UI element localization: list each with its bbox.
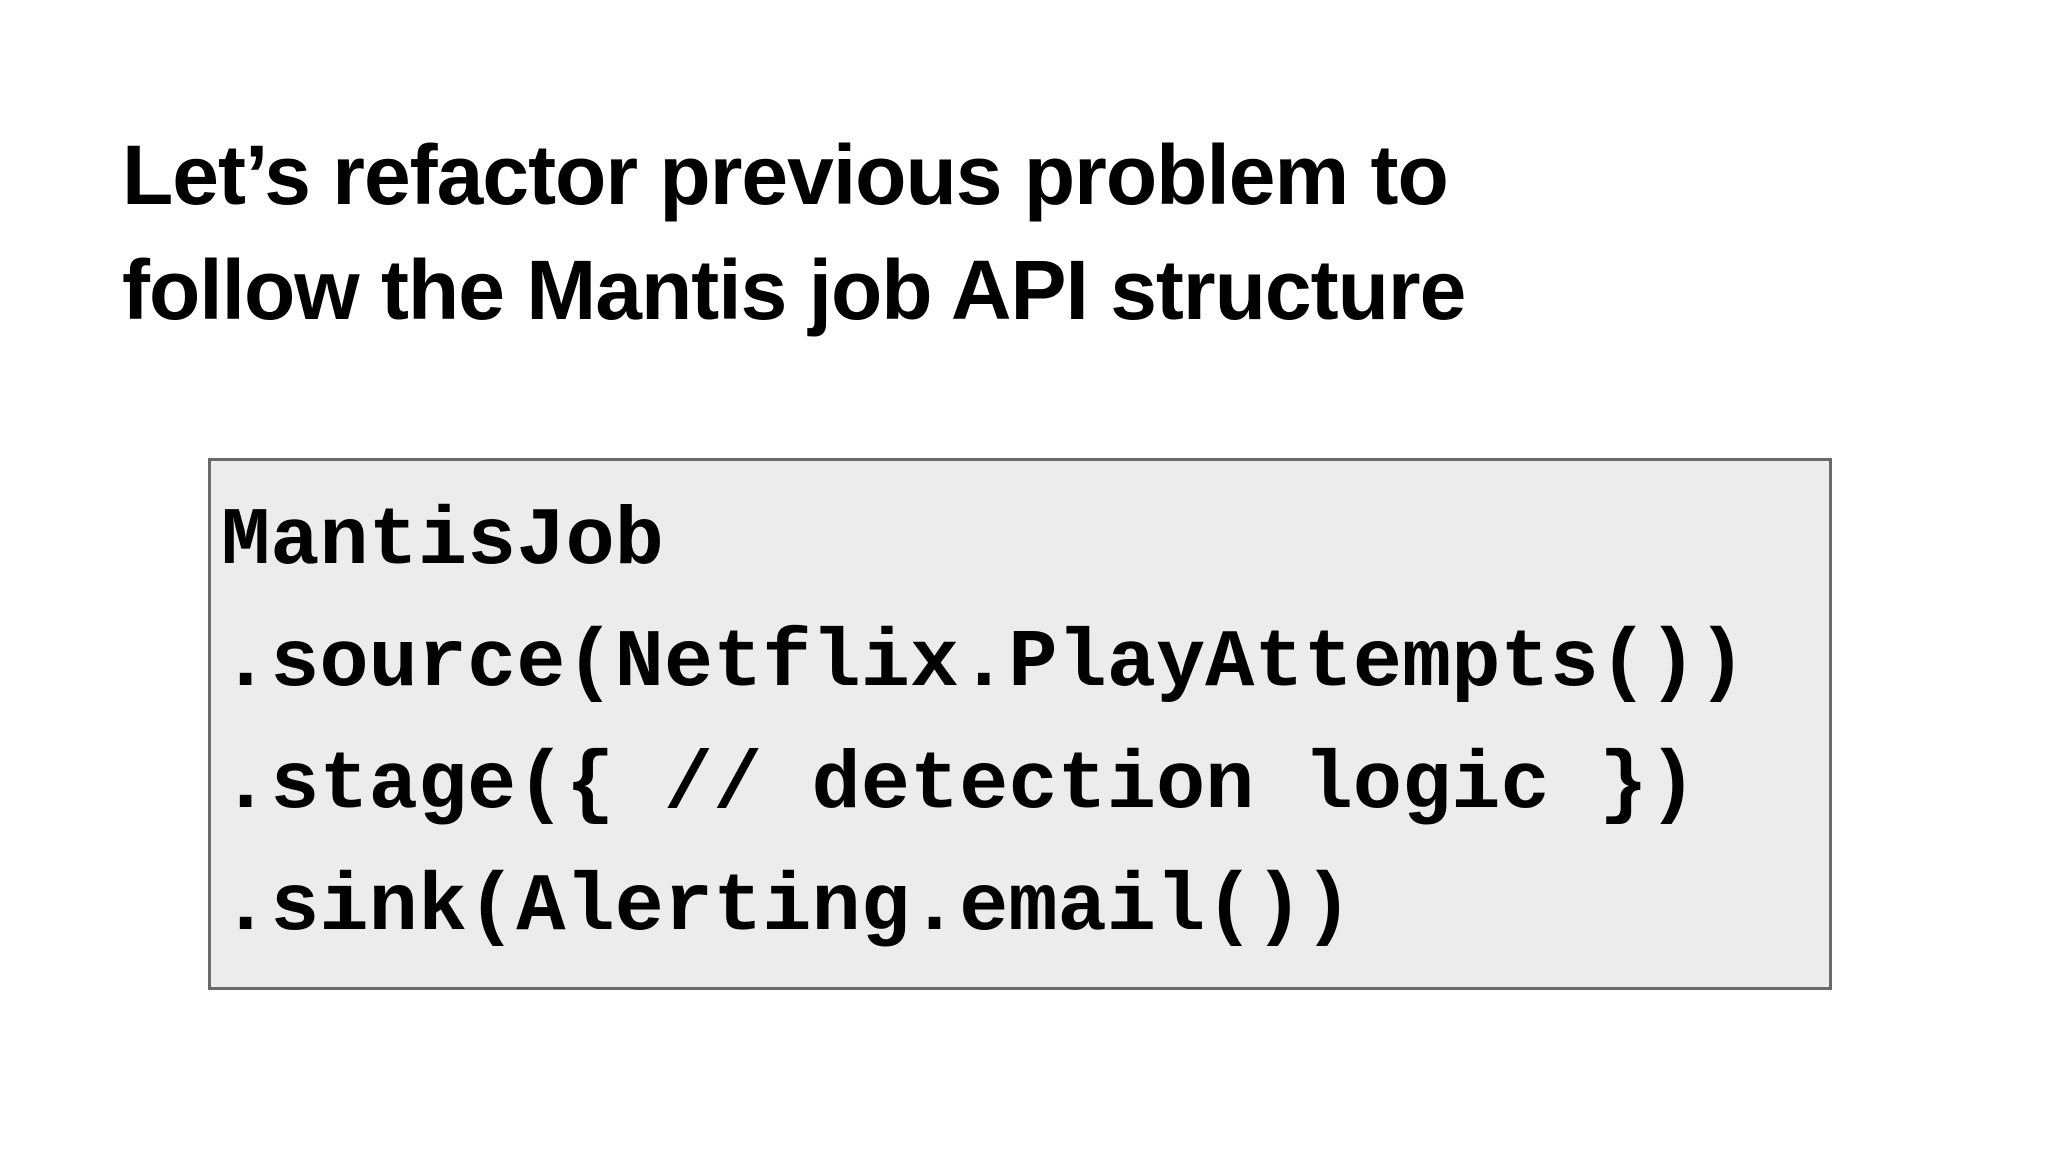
code-line-stage: .stage({ // detection logic }) (221, 739, 1698, 832)
slide-title: Let’s refactor previous problem to follo… (122, 118, 1922, 348)
code-line-source: .source(Netflix.PlayAttempts()) (221, 617, 1747, 710)
slide-title-line-1: Let’s refactor previous problem to (122, 128, 1449, 223)
slide-title-line-2: follow the Mantis job API structure (122, 243, 1466, 338)
code-block: MantisJob .source(Netflix.PlayAttempts()… (208, 458, 1832, 990)
code-line-mantisjob: MantisJob (221, 495, 664, 588)
code-line-sink: .sink(Alerting.email()) (221, 861, 1353, 954)
